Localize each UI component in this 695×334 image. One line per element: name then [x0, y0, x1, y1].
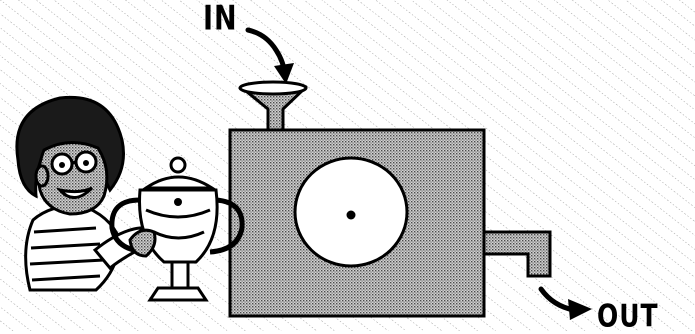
curved-arrow-down-icon	[245, 27, 294, 84]
dial-center-dot	[346, 210, 356, 220]
in-label: IN	[203, 0, 238, 39]
out-label: OUT	[597, 297, 659, 334]
curved-arrow-right-icon	[538, 286, 592, 320]
trophy-cup-icon	[109, 156, 245, 302]
machine-box-icon	[228, 128, 552, 318]
